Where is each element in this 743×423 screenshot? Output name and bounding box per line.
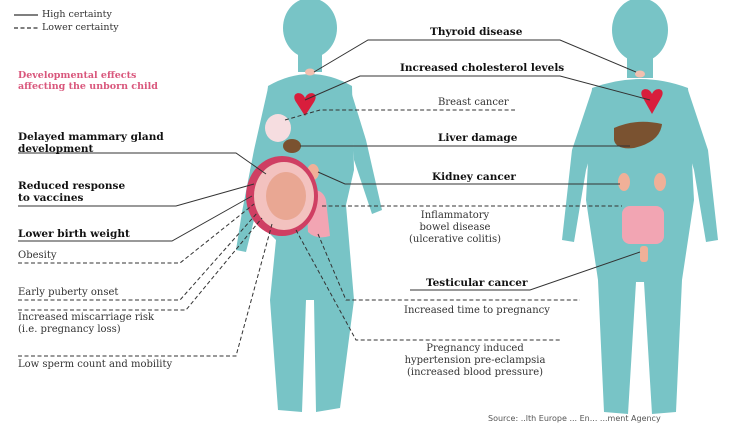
male-thyroid (635, 71, 645, 78)
fetus (266, 172, 306, 220)
label-hypertension: Pregnancy induced hypertension pre-eclam… (390, 343, 560, 379)
source-credit: Source: ..lth Europe ... En... ...ment A… (488, 414, 661, 423)
developmental-heading: Developmental effects affecting the unbo… (18, 70, 158, 92)
label-breast: Breast cancer (438, 97, 509, 109)
label-sperm: Low sperm count and mobility (18, 359, 172, 371)
line-mammary (18, 153, 266, 174)
female-thyroid (305, 69, 315, 76)
label-testicular: Testicular cancer (426, 277, 527, 289)
male-kidney-left (618, 173, 630, 191)
male-testis (640, 246, 648, 262)
label-bowel: Inflammatory bowel disease (ulcerative c… (405, 210, 505, 246)
label-miscarriage: Increased miscarriage risk (i.e. pregnan… (18, 312, 154, 336)
label-puberty: Early puberty onset (18, 287, 118, 299)
label-thyroid: Thyroid disease (430, 26, 522, 38)
male-kidney-right (654, 173, 666, 191)
label-liver: Liver damage (438, 132, 517, 144)
label-birth-weight: Lower birth weight (18, 228, 130, 240)
label-obesity: Obesity (18, 250, 57, 262)
female-liver (283, 139, 301, 153)
label-vaccines: Reduced response to vaccines (18, 180, 125, 204)
label-cholesterol: Increased cholesterol levels (400, 62, 564, 74)
label-mammary: Delayed mammary gland development (18, 131, 164, 155)
label-kidney: Kidney cancer (432, 171, 516, 183)
label-pregnancy-time: Increased time to pregnancy (404, 305, 550, 317)
female-breast (265, 114, 291, 142)
legend-lower-certainty: Lower certainty (42, 22, 119, 34)
legend-high-certainty: High certainty (42, 9, 112, 21)
male-bowel (622, 206, 664, 244)
